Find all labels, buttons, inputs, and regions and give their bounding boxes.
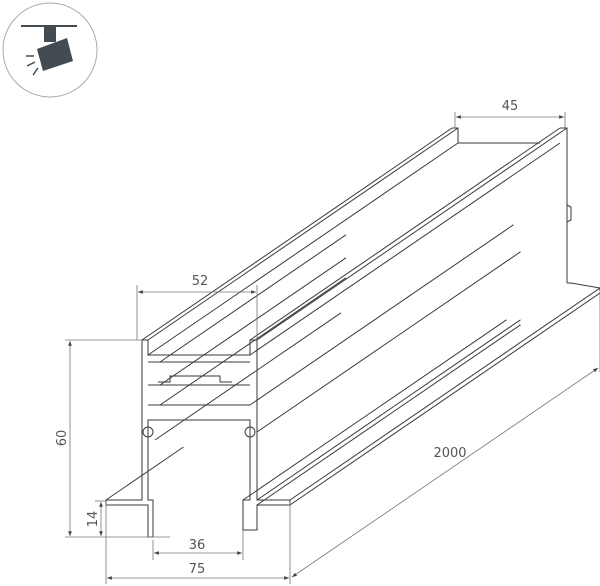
dimension-inner-bottom: 36 <box>189 538 206 553</box>
dimension-top-width: 45 <box>502 99 519 114</box>
extrusion-edge <box>256 324 521 506</box>
extrusion-edge <box>256 251 521 433</box>
extrusion-edge <box>289 292 600 506</box>
cross-section-groove <box>244 426 256 438</box>
extrusion-edge <box>159 257 347 386</box>
back-end-flange <box>567 282 600 293</box>
dimension-body-width: 52 <box>192 274 209 289</box>
dimension-total-width: 75 <box>189 562 206 577</box>
extrusion-edge <box>147 142 459 356</box>
dimension-length: 2000 <box>433 446 466 461</box>
dimension-lines <box>65 112 600 584</box>
back-end-rib <box>566 204 572 223</box>
extrusion-edge <box>154 312 342 441</box>
extrusion-edge <box>147 127 459 341</box>
back-end-right-wall <box>560 127 568 283</box>
dimension-height: 60 <box>55 430 70 447</box>
extrusion-edge <box>105 446 184 501</box>
extrusion-edge <box>249 127 561 341</box>
track-spotlight-icon <box>2 2 98 98</box>
aluminium-profile <box>105 127 600 538</box>
cross-section-groove <box>142 426 154 438</box>
extrusion-edge <box>141 127 453 341</box>
extrusion-edge <box>289 287 600 501</box>
extrusion-edge <box>256 127 568 341</box>
cross-section-slot <box>158 375 232 383</box>
profile-cross-section <box>105 339 291 538</box>
extrusion-edge <box>256 319 521 501</box>
extrusion-edge <box>249 224 514 406</box>
extrusion-edge <box>159 234 347 363</box>
back-end-left-wall <box>452 127 540 144</box>
extrusion-edge <box>159 277 347 406</box>
extrusion-edge <box>242 319 507 501</box>
dimension-flange-height: 14 <box>86 511 101 528</box>
extrusion-edge <box>249 142 561 356</box>
